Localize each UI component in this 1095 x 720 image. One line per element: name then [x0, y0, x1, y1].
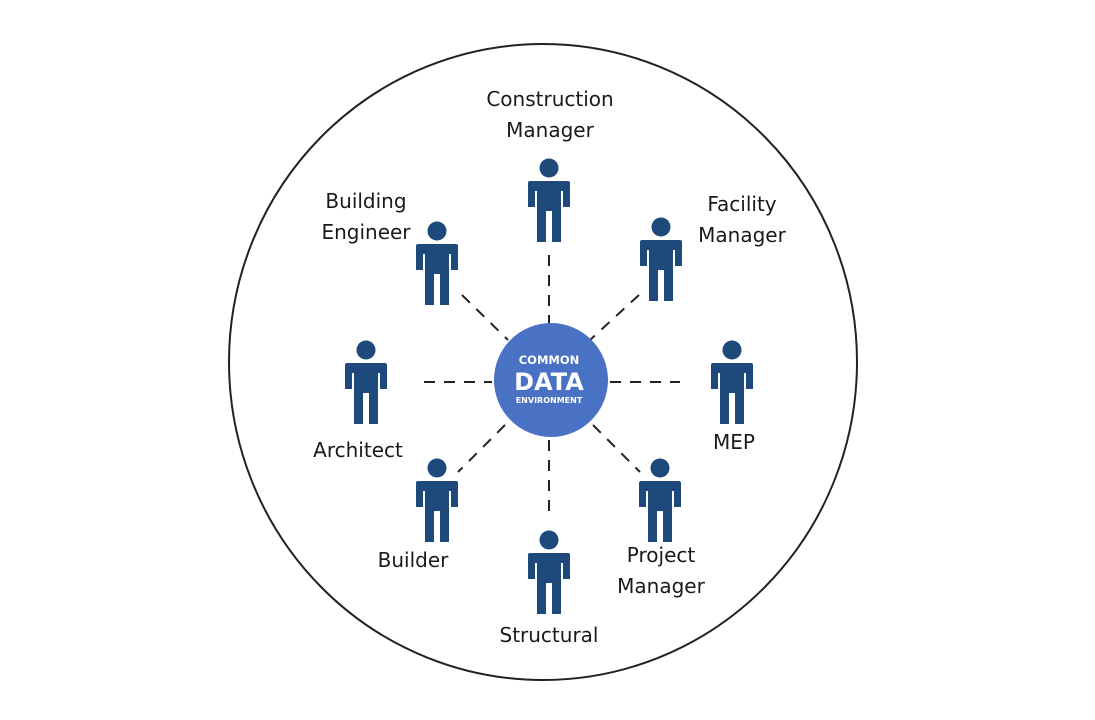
project-manager-person-icon [639, 458, 681, 542]
construction-manager-label-line2: Manager [506, 118, 594, 142]
structural-label: Structural [500, 623, 599, 647]
cde-hub-circle [494, 323, 608, 437]
cde-hub: COMMON DATA ENVIRONMENT [494, 323, 608, 437]
architect-label: Architect [313, 438, 403, 462]
construction-manager-label-line1: Construction [486, 87, 613, 111]
mep-person-icon [711, 340, 753, 424]
connectors [424, 255, 680, 518]
connector-builder [457, 424, 506, 473]
connector-project-manager [592, 424, 641, 473]
architect-person-icon [345, 340, 387, 424]
cde-hub-line2: DATA [514, 368, 584, 396]
builder-person-icon [416, 458, 458, 542]
project-manager-label-line2: Manager [617, 574, 705, 598]
building-engineer-person-icon [416, 221, 458, 305]
builder-label: Builder [378, 548, 450, 572]
facility-manager-label-line1: Facility [707, 192, 776, 216]
structural-person-icon [528, 530, 570, 614]
outer-boundary-circle [228, 43, 858, 681]
building-engineer-label-line2: Engineer [321, 220, 411, 244]
cde-hub-line1: COMMON [519, 353, 580, 367]
connector-facility-manager [589, 294, 640, 341]
cde-hub-line3: ENVIRONMENT [516, 396, 583, 405]
construction-manager-person-icon [528, 158, 570, 242]
connector-building-engineer [461, 294, 509, 341]
facility-manager-label-line2: Manager [698, 223, 786, 247]
facility-manager-person-icon [640, 217, 682, 301]
building-engineer-label-line1: Building [325, 189, 406, 213]
role-labels: Construction Manager Facility Manager ME… [313, 87, 786, 647]
mep-label: MEP [713, 430, 755, 454]
project-manager-label-line1: Project [627, 543, 696, 567]
